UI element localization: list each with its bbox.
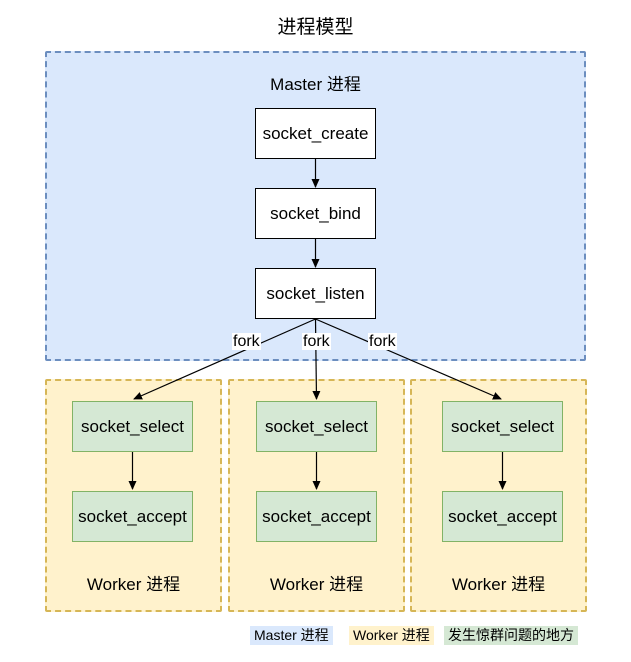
worker-2-label: Worker 进程 [269, 575, 364, 594]
fork-label-1: fork [232, 333, 261, 350]
socket-listen-node: socket_listen [255, 268, 376, 319]
worker-3-socket-accept-node: socket_accept [442, 491, 563, 542]
socket-create-node: socket_create [255, 108, 376, 159]
worker-1-socket-select-node: socket_select [72, 401, 193, 452]
socket-bind-node: socket_bind [255, 188, 376, 239]
arrow-fork-to-worker-2 [312, 318, 321, 400]
fork-label-2: fork [302, 333, 331, 350]
worker-2-socket-select-node: socket_select [256, 401, 377, 452]
legend-worker: Worker 进程 [349, 626, 434, 645]
arrow-fork-to-worker-1 [133, 318, 316, 400]
worker-3-socket-select-node: socket_select [442, 401, 563, 452]
master-process-label: Master 进程 [270, 75, 361, 94]
worker-2-socket-accept-node: socket_accept [256, 491, 377, 542]
legend-thundering-herd: 发生惊群问题的地方 [444, 626, 578, 645]
legend-master: Master 进程 [250, 626, 333, 645]
worker-1-socket-accept-node: socket_accept [72, 491, 193, 542]
worker-1-label: Worker 进程 [86, 575, 181, 594]
worker-3-label: Worker 进程 [451, 575, 546, 594]
diagram-title: 进程模型 [277, 17, 354, 38]
fork-label-3: fork [368, 333, 397, 350]
arrow-fork-to-worker-3 [315, 318, 502, 400]
